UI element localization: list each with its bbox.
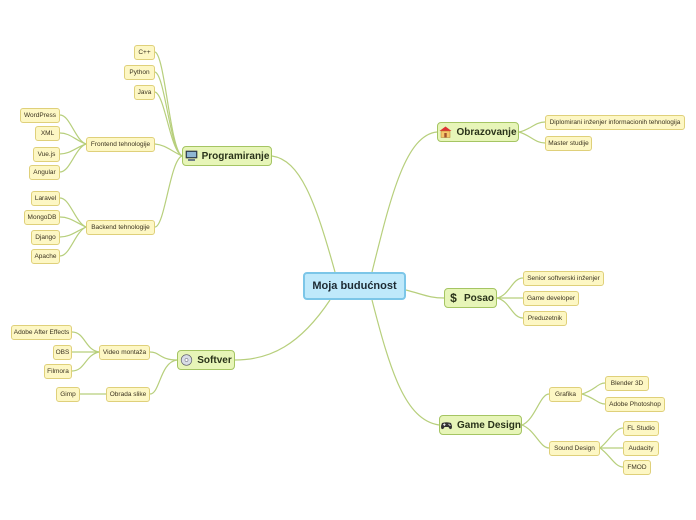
topic-after-effects[interactable]: Adobe After Effects xyxy=(11,325,72,340)
topic-python[interactable]: Python xyxy=(124,65,155,80)
branch-posao[interactable]: $ Posao xyxy=(444,288,497,308)
topic-audacity-label: Audacity xyxy=(628,445,654,452)
branch-programiranje-label: Programiranje xyxy=(201,150,270,162)
topic-grafika[interactable]: Grafika xyxy=(549,387,582,402)
topic-fmod[interactable]: FMOD xyxy=(623,460,651,475)
topic-filmora[interactable]: Filmora xyxy=(44,364,72,379)
topic-filmora-label: Filmora xyxy=(47,368,69,375)
topic-mongodb-label: MongoDB xyxy=(27,214,57,221)
topic-blender[interactable]: Blender 3D xyxy=(605,376,649,391)
topic-game-developer-label: Game developer xyxy=(526,295,576,302)
topic-preduzetnik-label: Preduzetnik xyxy=(527,315,563,322)
topic-django-label: Django xyxy=(35,234,56,241)
topic-audacity[interactable]: Audacity xyxy=(623,441,659,456)
topic-grafika-label: Grafika xyxy=(555,391,576,398)
topic-photoshop[interactable]: Adobe Photoshop xyxy=(605,397,665,412)
branch-posao-label: Posao xyxy=(463,292,494,304)
branch-game-design-label: Game Design xyxy=(457,419,521,431)
topic-django[interactable]: Django xyxy=(31,230,60,245)
topic-obrada-slike-label: Obrada slike xyxy=(109,391,147,398)
topic-diplomirani[interactable]: Diplomirani inženjer informacionih tehno… xyxy=(545,115,685,130)
topic-preduzetnik[interactable]: Preduzetnik xyxy=(523,311,567,326)
topic-vuejs[interactable]: Vue.js xyxy=(33,147,60,162)
topic-diplomirani-label: Diplomirani inženjer informacionih tehno… xyxy=(549,119,681,126)
topic-mongodb[interactable]: MongoDB xyxy=(24,210,60,225)
topic-video-montaza-label: Video montaža xyxy=(102,349,147,356)
topic-fl-studio-label: FL Studio xyxy=(627,425,655,432)
branch-obrazovanje[interactable]: Obrazovanje xyxy=(437,122,519,142)
topic-senior[interactable]: Senior softverski inženjer xyxy=(523,271,604,286)
topic-frontend[interactable]: Frontend tehnologije xyxy=(86,137,155,152)
topic-obrada-slike[interactable]: Obrada slike xyxy=(106,387,150,402)
topic-obs[interactable]: OBS xyxy=(53,345,72,360)
topic-master-label: Master studije xyxy=(548,140,589,147)
topic-fl-studio[interactable]: FL Studio xyxy=(623,421,659,436)
topic-backend-label: Backend tehnologije xyxy=(91,224,150,231)
topic-obs-label: OBS xyxy=(55,349,70,356)
branch-softver-label: Softver xyxy=(197,354,232,366)
topic-python-label: Python xyxy=(129,69,150,76)
topic-frontend-label: Frontend tehnologije xyxy=(90,141,151,148)
topic-java-label: Java xyxy=(137,89,152,96)
disc-icon xyxy=(180,354,193,366)
gamepad-icon xyxy=(440,419,453,431)
topic-angular-label: Angular xyxy=(33,169,56,176)
topic-master[interactable]: Master studije xyxy=(545,136,592,151)
branch-game-design[interactable]: Game Design xyxy=(439,415,522,435)
topic-after-effects-label: Adobe After Effects xyxy=(13,329,70,336)
topic-wordpress-label: WordPress xyxy=(23,112,57,119)
topic-photoshop-label: Adobe Photoshop xyxy=(609,401,661,408)
topic-apache[interactable]: Apache xyxy=(31,249,60,264)
topic-gimp-label: Gimp xyxy=(60,391,76,398)
root-topic[interactable]: Moja budućnost xyxy=(303,272,406,300)
topic-game-developer[interactable]: Game developer xyxy=(523,291,579,306)
computer-icon xyxy=(185,150,198,162)
topic-backend[interactable]: Backend tehnologije xyxy=(86,220,155,235)
topic-java[interactable]: Java xyxy=(134,85,155,100)
dollar-icon: $ xyxy=(450,291,457,305)
topic-cpp-label: C++ xyxy=(138,49,151,56)
topic-cpp[interactable]: C++ xyxy=(134,45,155,60)
branch-obrazovanje-label: Obrazovanje xyxy=(456,126,517,138)
topic-sound-design[interactable]: Sound Design xyxy=(549,441,600,456)
topic-senior-label: Senior softverski inženjer xyxy=(527,275,600,282)
topic-xml-label: XML xyxy=(40,130,55,137)
school-icon xyxy=(439,126,452,138)
topic-angular[interactable]: Angular xyxy=(29,165,60,180)
root-topic-label: Moja budućnost xyxy=(312,280,397,292)
branch-softver[interactable]: Softver xyxy=(177,350,235,370)
topic-video-montaza[interactable]: Video montaža xyxy=(99,345,150,360)
topic-blender-label: Blender 3D xyxy=(610,380,644,387)
topic-laravel-label: Laravel xyxy=(34,195,57,202)
topic-laravel[interactable]: Laravel xyxy=(31,191,60,206)
topic-apache-label: Apache xyxy=(34,253,57,260)
topic-xml[interactable]: XML xyxy=(35,126,60,141)
topic-wordpress[interactable]: WordPress xyxy=(20,108,60,123)
topic-sound-design-label: Sound Design xyxy=(554,445,595,452)
topic-fmod-label: FMOD xyxy=(627,464,647,471)
topic-vuejs-label: Vue.js xyxy=(37,151,56,158)
topic-gimp[interactable]: Gimp xyxy=(56,387,80,402)
branch-programiranje[interactable]: Programiranje xyxy=(182,146,272,166)
